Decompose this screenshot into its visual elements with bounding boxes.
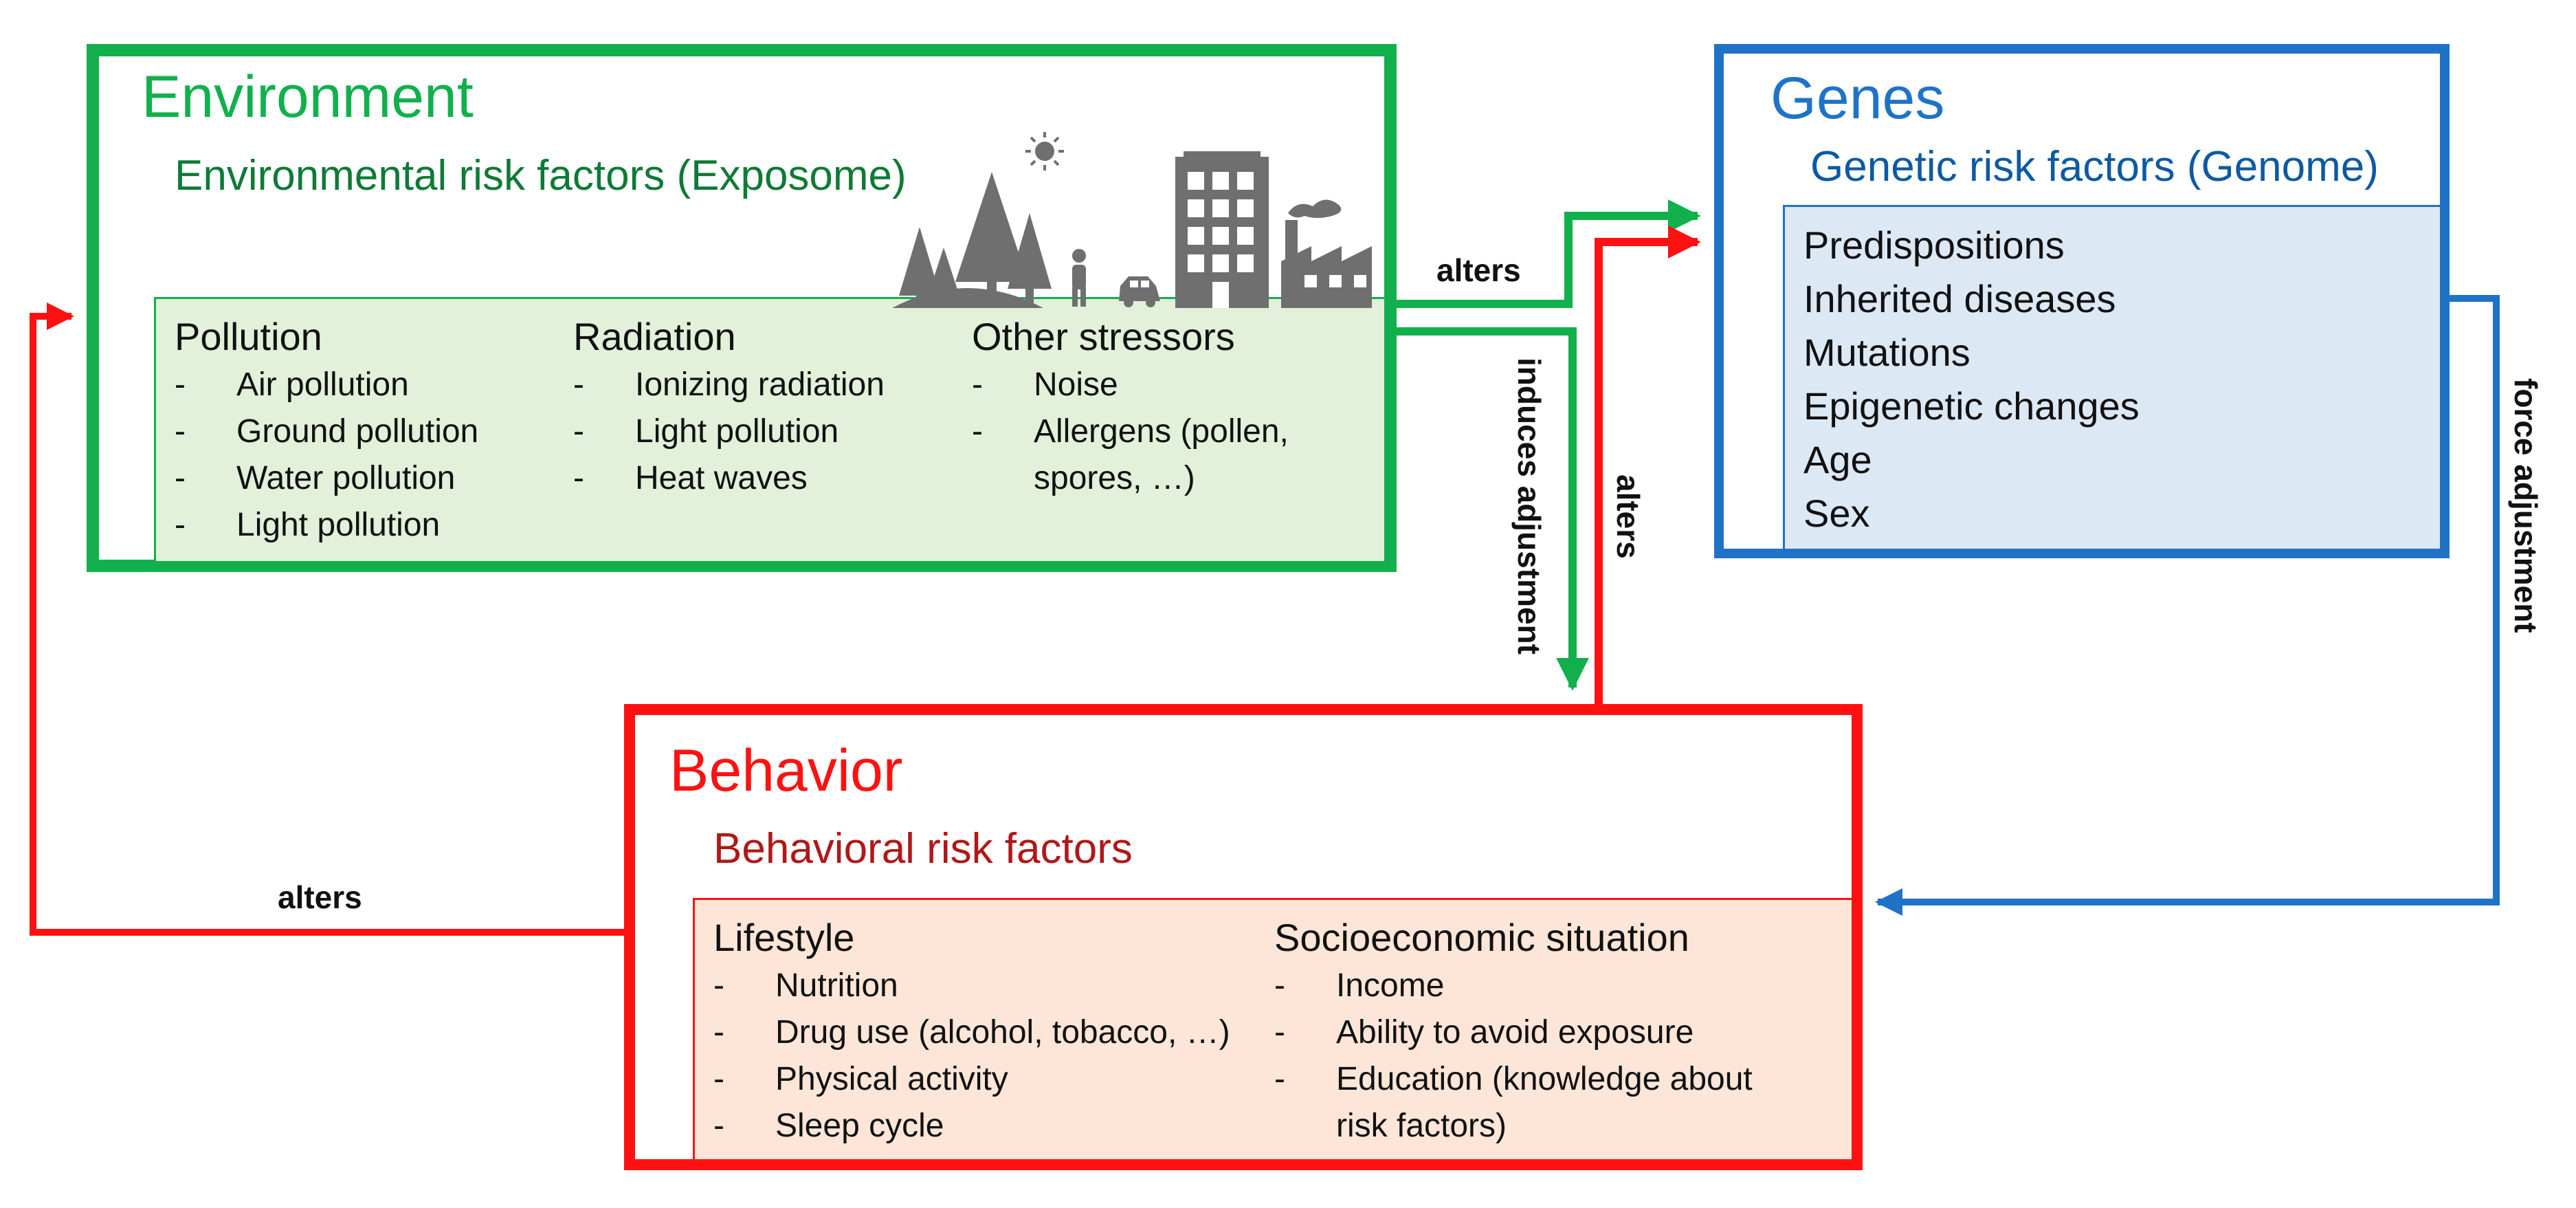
- env-column-radiation: Radiation -Ionizing radiation -Light pol…: [573, 312, 885, 502]
- env-column-pollution: Pollution -Air pollution -Ground polluti…: [175, 312, 478, 549]
- list-item: -Noise: [972, 366, 1118, 403]
- sun-icon: [1025, 132, 1064, 171]
- column-heading: Lifestyle: [713, 916, 855, 959]
- list-item: -Nutrition: [713, 967, 898, 1004]
- behavior-subtitle: Behavioral risk factors: [713, 825, 1133, 872]
- behavior-column-socioeconomic: Socioeconomic situation -Income -Ability…: [1274, 913, 1753, 1150]
- label-env-to-genes: alters: [1436, 252, 1521, 288]
- column-heading: Radiation: [573, 315, 736, 358]
- behavior-column-lifestyle: Lifestyle -Nutrition -Drug use (alcohol,…: [713, 913, 1230, 1150]
- list-item: Sex: [1803, 492, 1870, 535]
- list-item: -Ionizing radiation: [573, 366, 885, 403]
- behavior-box: [624, 704, 1863, 1170]
- list-item: Epigenetic changes: [1803, 384, 2140, 428]
- list-item: -Light pollution: [573, 413, 839, 450]
- environment-title: Environment: [142, 64, 474, 130]
- list-item: -Water pollution: [175, 460, 456, 496]
- list-item: -Education (knowledge about: [1274, 1061, 1753, 1097]
- label-genes-to-behavior: force adjustment: [2508, 378, 2544, 633]
- column-heading: Other stressors: [972, 315, 1235, 358]
- car-icon: [1119, 276, 1160, 307]
- list-item: Inherited diseases: [1803, 277, 2116, 320]
- label-behavior-to-genes: alters: [1610, 474, 1646, 559]
- list-item: Predispositions: [1803, 223, 2065, 267]
- list-item: spores, …): [1034, 460, 1195, 496]
- genes-title: Genes: [1770, 65, 1945, 131]
- column-heading: Pollution: [175, 315, 322, 358]
- environment-illustration: [892, 132, 1372, 308]
- genes-subtitle: Genetic risk factors (Genome): [1810, 143, 2379, 190]
- genes-box: [1714, 44, 2450, 558]
- genes-factor-list: Predispositions Inherited diseases Mutat…: [1803, 219, 2140, 540]
- list-item: -Income: [1274, 967, 1445, 1004]
- arrow-genes-to-behavior: [1875, 295, 2500, 916]
- label-behavior-to-env: alters: [278, 879, 362, 915]
- factory-icon: [1281, 199, 1372, 308]
- arrow-behavior-to-genes: [1595, 226, 1701, 704]
- behavior-title: Behavior: [669, 738, 903, 804]
- list-item: -Drug use (alcohol, tobacco, …): [713, 1014, 1230, 1051]
- arrow-behavior-to-env: [30, 303, 624, 936]
- list-item: -Light pollution: [175, 507, 441, 543]
- label-env-to-behavior: induces adjustment: [1511, 358, 1547, 655]
- list-item: -Ground pollution: [175, 413, 479, 450]
- column-heading: Socioeconomic situation: [1274, 916, 1689, 959]
- arrow-env-to-genes: [1397, 199, 1701, 308]
- environment-factors-panel: [154, 297, 1384, 561]
- environment-subtitle: Environmental risk factors (Exposome): [175, 152, 907, 199]
- environment-box: [87, 44, 1397, 572]
- list-item: -Physical activity: [713, 1061, 1008, 1097]
- list-item: Mutations: [1803, 331, 1970, 374]
- list-item: -Sleep cycle: [713, 1108, 944, 1144]
- list-item: -Ability to avoid exposure: [1274, 1014, 1694, 1051]
- list-item: -Air pollution: [175, 366, 409, 403]
- env-column-other-stressors: Other stressors -Noise -Allergens (polle…: [972, 312, 1289, 502]
- list-item: risk factors): [1336, 1108, 1507, 1144]
- behavior-factors-panel: [693, 898, 1852, 1159]
- list-item: -Allergens (pollen,: [972, 413, 1289, 450]
- genes-factors-panel: [1783, 205, 2440, 549]
- person-icon: [1072, 249, 1086, 307]
- list-item: -Heat waves: [573, 460, 808, 496]
- trees-icon: [899, 172, 1052, 306]
- list-item: Age: [1803, 438, 1872, 481]
- arrow-env-to-behavior: [1397, 327, 1589, 691]
